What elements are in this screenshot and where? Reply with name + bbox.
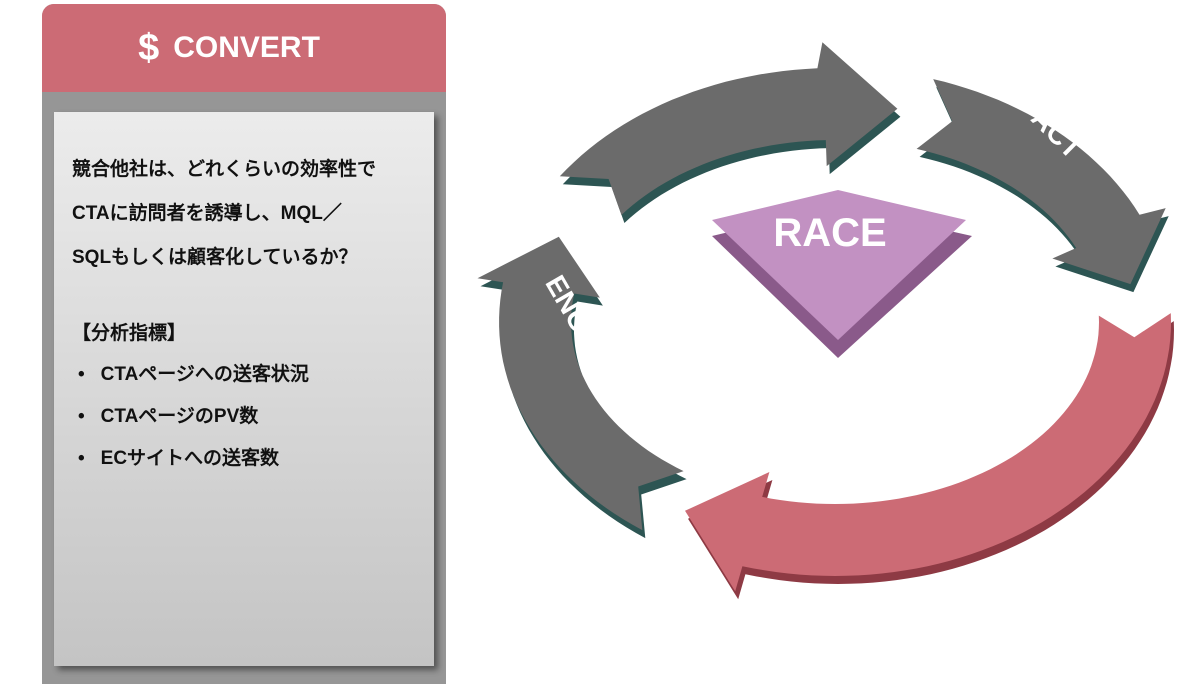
section-title: 【分析指標】	[72, 323, 187, 344]
metric-item: CTAページのPV数	[78, 396, 420, 438]
question-line: SQLもしくは顧客化しているか？	[72, 247, 358, 268]
metric-item: CTAページへの送客状況	[78, 354, 420, 396]
center-label: RACE	[773, 211, 886, 255]
panel-header: $ CONVERT	[42, 4, 446, 92]
center-diamond	[712, 190, 966, 340]
question-line: 競合他社は、どれくらいの効率性で	[72, 159, 377, 180]
panel-title: CONVERT	[173, 31, 320, 64]
question-line: CTAに訪問者を誘導し、MQL／	[72, 203, 342, 224]
metrics-list: CTAページへの送客状況 CTAページのPV数 ECサイトへの送客数	[72, 354, 420, 480]
arrow-act	[916, 79, 1166, 285]
race-center: RACE	[712, 190, 972, 358]
dollar-icon: $	[839, 431, 883, 493]
arrow-convert	[685, 313, 1171, 592]
panel-content: 競合他社は、どれくらいの効率性で CTAに訪問者を誘導し、MQL／ SQLもしく…	[54, 112, 434, 666]
arrow-engage	[477, 236, 684, 531]
metric-item: ECサイトへの送客数	[78, 438, 420, 480]
dollar-icon: $	[138, 26, 160, 69]
arrow-reach	[559, 42, 898, 216]
convert-panel: $ CONVERT 競合他社は、どれくらいの効率性で CTAに訪問者を誘導し、M…	[42, 4, 446, 684]
